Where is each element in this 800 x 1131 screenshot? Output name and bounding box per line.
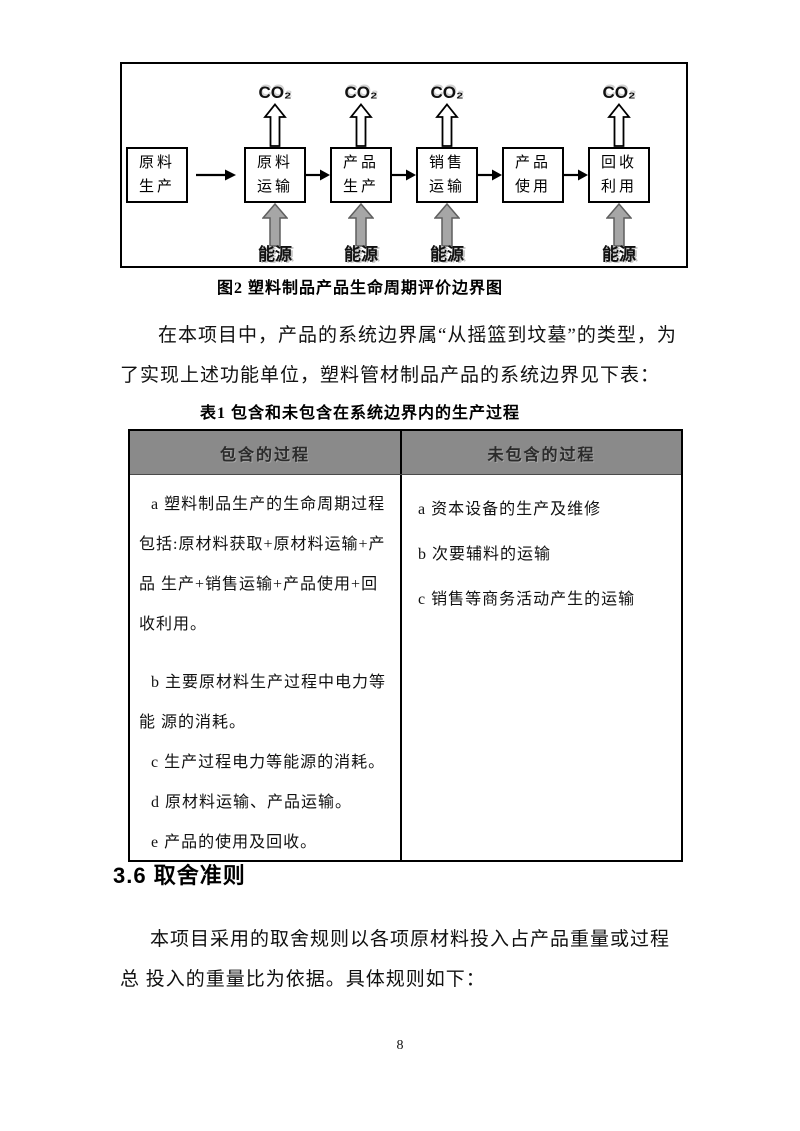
paragraph-system-boundary: 在本项目中，产品的系统边界属“从摇篮到坟墓”的类型，为 了实现上述功能单位，塑料… xyxy=(120,316,708,396)
table-cell-line: 品 生产+销售运输+产品使用+回 xyxy=(139,576,379,593)
table-cell-line: c 销售等商务活动产生的运输 xyxy=(418,591,636,608)
energy-zone: 能源 xyxy=(240,203,310,267)
section-heading-3-6: 3.6 取舍准则 xyxy=(113,863,246,888)
energy-zone: 能源 xyxy=(584,203,654,267)
page-number: 8 xyxy=(396,1038,404,1053)
paragraph-line: 总 投入的重量比为依据。具体规则如下： xyxy=(120,969,486,990)
energy-up-arrow-icon xyxy=(606,203,632,247)
co2-label: CO₂ xyxy=(258,83,292,102)
table-body-row: a 塑料制品生产的生命周期过程 包括:原材料获取+原材料运输+产 品 生产+销售… xyxy=(130,475,681,860)
diagram-stage-product-use: 产品使用 xyxy=(502,65,564,267)
energy-zone: 能源 xyxy=(412,203,482,267)
table-cell-included: a 塑料制品生产的生命周期过程 包括:原材料获取+原材料运输+产 品 生产+销售… xyxy=(130,475,402,860)
process-box: 销售运输 xyxy=(416,147,478,203)
flow-arrow-icon xyxy=(478,169,502,181)
diagram-stage-raw-material-production: 原料生产 xyxy=(126,65,188,267)
co2-zone: CO₂ xyxy=(588,65,650,147)
energy-label: 能源 xyxy=(344,245,378,264)
table-cell-line: b 主要原材料生产过程中电力等 xyxy=(151,674,387,691)
process-box: 产品生产 xyxy=(330,147,392,203)
paragraph-line: 在本项目中，产品的系统边界属“从摇篮到坟墓”的类型，为 xyxy=(158,325,677,346)
paragraph-line: 了实现上述功能单位，塑料管材制品产品的系统边界见下表： xyxy=(120,365,661,386)
empty-energy-zone xyxy=(122,203,192,267)
co2-up-arrow-icon xyxy=(607,103,631,147)
system-boundary-table: 包含的过程 未包含的过程 a 塑料制品生产的生命周期过程 包括:原材料获取+原材… xyxy=(128,429,683,862)
table-cell-excluded: a 资本设备的生产及维修 b 次要辅料的运输 c 销售等商务活动产生的运输 xyxy=(402,475,681,860)
table-cell-line: 收利用。 xyxy=(139,616,208,633)
flow-arrow-icon xyxy=(392,169,416,181)
table-header-row: 包含的过程 未包含的过程 xyxy=(130,431,681,475)
table-cell-line: d 原材料运输、产品运输。 xyxy=(151,794,353,811)
diagram-stage-sales-transport: CO₂ 销售运输 能源 xyxy=(416,65,478,267)
table-cell-line: e 产品的使用及回收。 xyxy=(151,834,318,851)
co2-label: CO₂ xyxy=(344,83,378,102)
table-cell-line: 能 源的消耗。 xyxy=(139,714,247,731)
figure-caption: 图2 塑料制品产品生命周期评价边界图 xyxy=(216,280,503,297)
table-cell-line: a 塑料制品生产的生命周期过程 xyxy=(151,496,386,513)
diagram-stage-recycling: CO₂ 回收利用 能源 xyxy=(588,65,650,267)
diagram-stage-raw-material-transport: CO₂ 原料运输 能源 xyxy=(244,65,306,267)
process-box: 回收利用 xyxy=(588,147,650,203)
empty-energy-zone xyxy=(498,203,568,267)
table-cell-line: a 资本设备的生产及维修 xyxy=(418,501,602,518)
table-header-excluded: 未包含的过程 xyxy=(487,446,596,464)
lifecycle-boundary-diagram: 原料生产 CO₂ 原料运输 能源 CO₂ xyxy=(120,62,688,268)
co2-up-arrow-icon xyxy=(349,103,373,147)
flow-arrow-icon xyxy=(306,169,330,181)
process-box: 原料运输 xyxy=(244,147,306,203)
co2-zone: CO₂ xyxy=(330,65,392,147)
empty-co2-zone xyxy=(126,65,188,147)
co2-up-arrow-icon xyxy=(435,103,459,147)
energy-zone: 能源 xyxy=(326,203,396,267)
co2-zone: CO₂ xyxy=(244,65,306,147)
co2-up-arrow-icon xyxy=(263,103,287,147)
table-cell-line: c 生产过程电力等能源的消耗。 xyxy=(151,754,386,771)
co2-zone: CO₂ xyxy=(416,65,478,147)
table-cell-line: b 次要辅料的运输 xyxy=(418,546,552,563)
energy-up-arrow-icon xyxy=(434,203,460,247)
energy-up-arrow-icon xyxy=(262,203,288,247)
flow-arrow-icon xyxy=(564,169,588,181)
flow-arrow-icon xyxy=(188,169,244,181)
paragraph-line: 本项目采用的取舍规则以各项原材料投入占产品重量或过程 xyxy=(150,929,671,950)
process-box: 原料生产 xyxy=(126,147,188,203)
empty-co2-zone xyxy=(502,65,564,147)
table-title: 表1 包含和未包含在系统边界内的生产过程 xyxy=(199,405,520,422)
table-cell-line: 包括:原材料获取+原材料运输+产 xyxy=(139,536,386,553)
co2-label: CO₂ xyxy=(602,83,636,102)
energy-label: 能源 xyxy=(258,245,292,264)
energy-label: 能源 xyxy=(430,245,464,264)
energy-label: 能源 xyxy=(602,245,636,264)
co2-label: CO₂ xyxy=(430,83,464,102)
energy-up-arrow-icon xyxy=(348,203,374,247)
table-header-included: 包含的过程 xyxy=(130,431,402,474)
process-box: 产品使用 xyxy=(502,147,564,203)
diagram-stage-product-production: CO₂ 产品生产 能源 xyxy=(330,65,392,267)
paragraph-cutoff-rules: 本项目采用的取舍规则以各项原材料投入占产品重量或过程 总 投入的重量比为依据。具… xyxy=(120,920,708,1000)
